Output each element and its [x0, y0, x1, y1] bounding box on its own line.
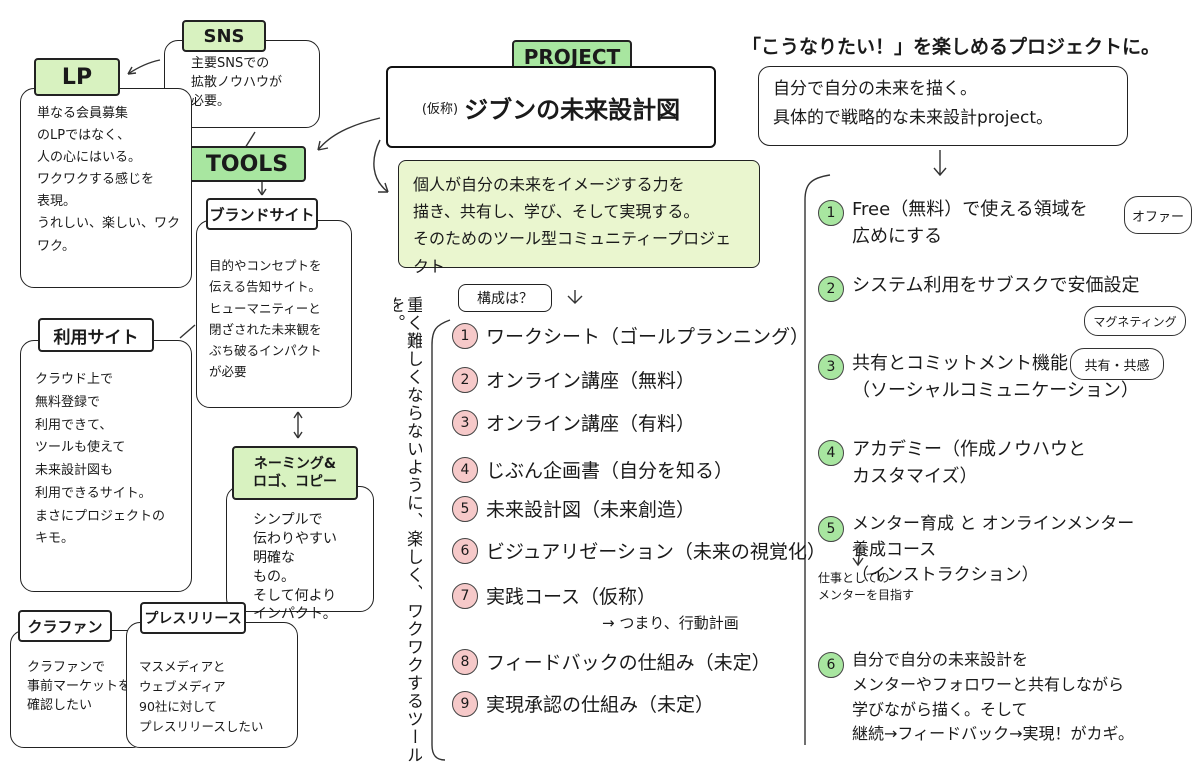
vertical-note: 重く難しくならないように、楽しく、ワクワクするツールを。: [394, 296, 422, 764]
kousei-item-number: 6: [452, 537, 478, 564]
kousei-item-label: ビジュアリゼーション（未来の視覚化）: [486, 541, 826, 563]
kousei-item-label: オンライン講座（無料）: [486, 370, 696, 392]
kousei-item-4: 4 じぶん企画書（自分を知る）: [452, 456, 733, 483]
kousei-item-9: 9 実現承認の仕組み（未定）: [452, 690, 714, 717]
kousei-item-label: フィードバックの仕組み（未定）: [486, 652, 771, 674]
project-title-box: (仮称) ジブンの未来設計図: [386, 66, 716, 148]
sns-body: 主要SNSでの 拡散ノウハウが 必要。: [191, 56, 283, 109]
project-description: 個人が自分の未来をイメージする力を 描き、共有し、学び、そして実現する。 そのた…: [413, 175, 732, 276]
kousei-item-7-sub: → つまり、行動計画: [602, 614, 739, 632]
kousei-item-label: オンライン講座（有料）: [486, 413, 696, 435]
right-item-text: システム利用をサブスクで安価設定: [852, 275, 1140, 296]
lp-tag: LP: [34, 58, 120, 96]
right-intro: 自分で自分の未来を描く。 具体的で戦略的な未来設計project。: [773, 79, 1054, 128]
crowdfunding-body: クラファンで 事前マーケットを 確認したい: [27, 660, 132, 713]
right-item-text: 共有とコミットメント機能 （ソーシャルコミュニケーション）: [852, 353, 1139, 401]
kousei-item-number: 8: [452, 648, 478, 675]
lp-body: 単なる会員募集 のLPではなく、 人の心にはいる。 ワクワクする感じを 表現。 …: [37, 106, 181, 254]
naming-body: シンプルで 伝わりやすい 明確な もの。 そして何より インパクト。: [253, 512, 337, 623]
kousei-item-2: 2 オンライン講座（無料）: [452, 366, 695, 393]
kousei-item-number: 3: [452, 409, 478, 436]
kousei-item-6: 6 ビジュアリゼーション（未来の視覚化）: [452, 537, 826, 564]
right-item-6: 6 自分で自分の未来設計を メンターやフォロワーと共有しながら 学びながら描く。…: [818, 648, 1134, 747]
right-item-number: 6: [818, 652, 844, 678]
kousei-item-label: 実現承認の仕組み（未定）: [486, 694, 715, 716]
crowdfunding-tag: クラファン: [18, 610, 112, 642]
right-item-number: 5: [818, 516, 844, 542]
lp-box: 単なる会員募集 のLPではなく、 人の心にはいる。 ワクワクする感じを 表現。 …: [20, 88, 192, 288]
right-item-text: Free（無料）で使える領域を 広めにする: [852, 199, 1088, 247]
right-item-text: メンター育成 と オンラインメンター 養成コース （インストラクション）: [852, 514, 1135, 585]
right-item-text: アカデミー（作成ノウハウと カスタマイズ）: [852, 439, 1086, 487]
kousei-item-number: 1: [452, 322, 478, 349]
kousei-item-1: 1 ワークシート（ゴールプランニング）: [452, 322, 809, 349]
right-item-1: 1 Free（無料）で使える領域を 広めにする: [818, 196, 1088, 250]
right-item-text: 自分で自分の未来設計を メンターやフォロワーと共有しながら 学びながら描く。そし…: [852, 650, 1135, 744]
kousei-label: 構成は？: [458, 284, 552, 312]
kousei-item-number: 5: [452, 495, 478, 522]
crowdfunding-box: クラファンで 事前マーケットを 確認したい: [10, 630, 146, 748]
brand-site-box: 目的やコンセプトを 伝える告知サイト。 ヒューマニティーと 閉ざされた未来観を …: [196, 220, 352, 408]
kousei-item-number: 9: [452, 690, 478, 717]
right-item-3-pill: 共有・共感: [1070, 348, 1164, 380]
right-item-2-pill: マグネティング: [1084, 306, 1186, 336]
sns-tag: SNS: [182, 20, 266, 52]
kousei-item-8: 8 フィードバックの仕組み（未定）: [452, 648, 771, 675]
brand-site-tag: ブランドサイト: [206, 198, 318, 230]
kousei-item-label: じぶん企画書（自分を知る）: [486, 460, 734, 482]
right-item-5-sub: 仕事としての メンターを目指す: [818, 571, 915, 602]
project-title: ジブンの未来設計図: [464, 95, 681, 124]
right-item-number: 3: [818, 354, 844, 380]
usage-site-tag: 利用サイト: [38, 318, 154, 352]
kousei-item-5: 5 未来設計図（未来創造）: [452, 495, 695, 522]
naming-box: シンプルで 伝わりやすい 明確な もの。 そして何より インパクト。: [226, 486, 374, 622]
usage-site-box: クラウド上で 無料登録で 利用できて、 ツールも使えて 未来設計図も 利用できる…: [20, 340, 192, 592]
press-release-body: マスメディアと ウェブメディア 90社に対して プレスリリースしたい: [139, 659, 264, 734]
right-item-1-pill: オファー: [1124, 196, 1192, 234]
kousei-item-label: ワークシート（ゴールプランニング）: [486, 326, 810, 348]
kousei-item-number: 7: [452, 582, 478, 609]
right-item-number: 4: [818, 440, 844, 466]
kousei-item-label: 未来設計図（未来創造）: [486, 499, 696, 521]
tools-tag: TOOLS: [188, 146, 306, 182]
project-title-prefix: (仮称): [421, 101, 459, 117]
naming-tag: ネーミング& ロゴ、コピー: [232, 446, 358, 500]
brand-site-body: 目的やコンセプトを 伝える告知サイト。 ヒューマニティーと 閉ざされた未来観を …: [209, 258, 322, 380]
right-item-number: 2: [818, 276, 844, 302]
project-description-box: 個人が自分の未来をイメージする力を 描き、共有し、学び、そして実現する。 そのた…: [398, 160, 760, 276]
right-item-5: 5 メンター育成 と オンラインメンター 養成コース （インストラクション）: [818, 512, 1134, 589]
kousei-item-7: 7 実践コース（仮称）: [452, 582, 656, 609]
usage-site-body: クラウド上で 無料登録で 利用できて、 ツールも使えて 未来設計図も 利用できる…: [35, 372, 166, 547]
right-item-2: 2 システム利用をサブスクで安価設定: [818, 272, 1139, 302]
right-item-4: 4 アカデミー（作成ノウハウと カスタマイズ）: [818, 436, 1086, 490]
kousei-item-label: 実践コース（仮称）: [486, 586, 657, 608]
press-release-tag: プレスリリース: [140, 602, 246, 634]
right-heading: 「こうなりたい！」を楽しめるプロジェクトに。: [742, 36, 1161, 58]
kousei-item-number: 4: [452, 456, 478, 483]
kousei-item-number: 2: [452, 366, 478, 393]
press-release-box: マスメディアと ウェブメディア 90社に対して プレスリリースしたい: [126, 622, 298, 748]
right-item-3: 3 共有とコミットメント機能 （ソーシャルコミュニケーション）: [818, 350, 1139, 404]
right-item-number: 1: [818, 200, 844, 226]
kousei-item-3: 3 オンライン講座（有料）: [452, 409, 695, 436]
right-intro-box: 自分で自分の未来を描く。 具体的で戦略的な未来設計project。: [758, 66, 1128, 146]
